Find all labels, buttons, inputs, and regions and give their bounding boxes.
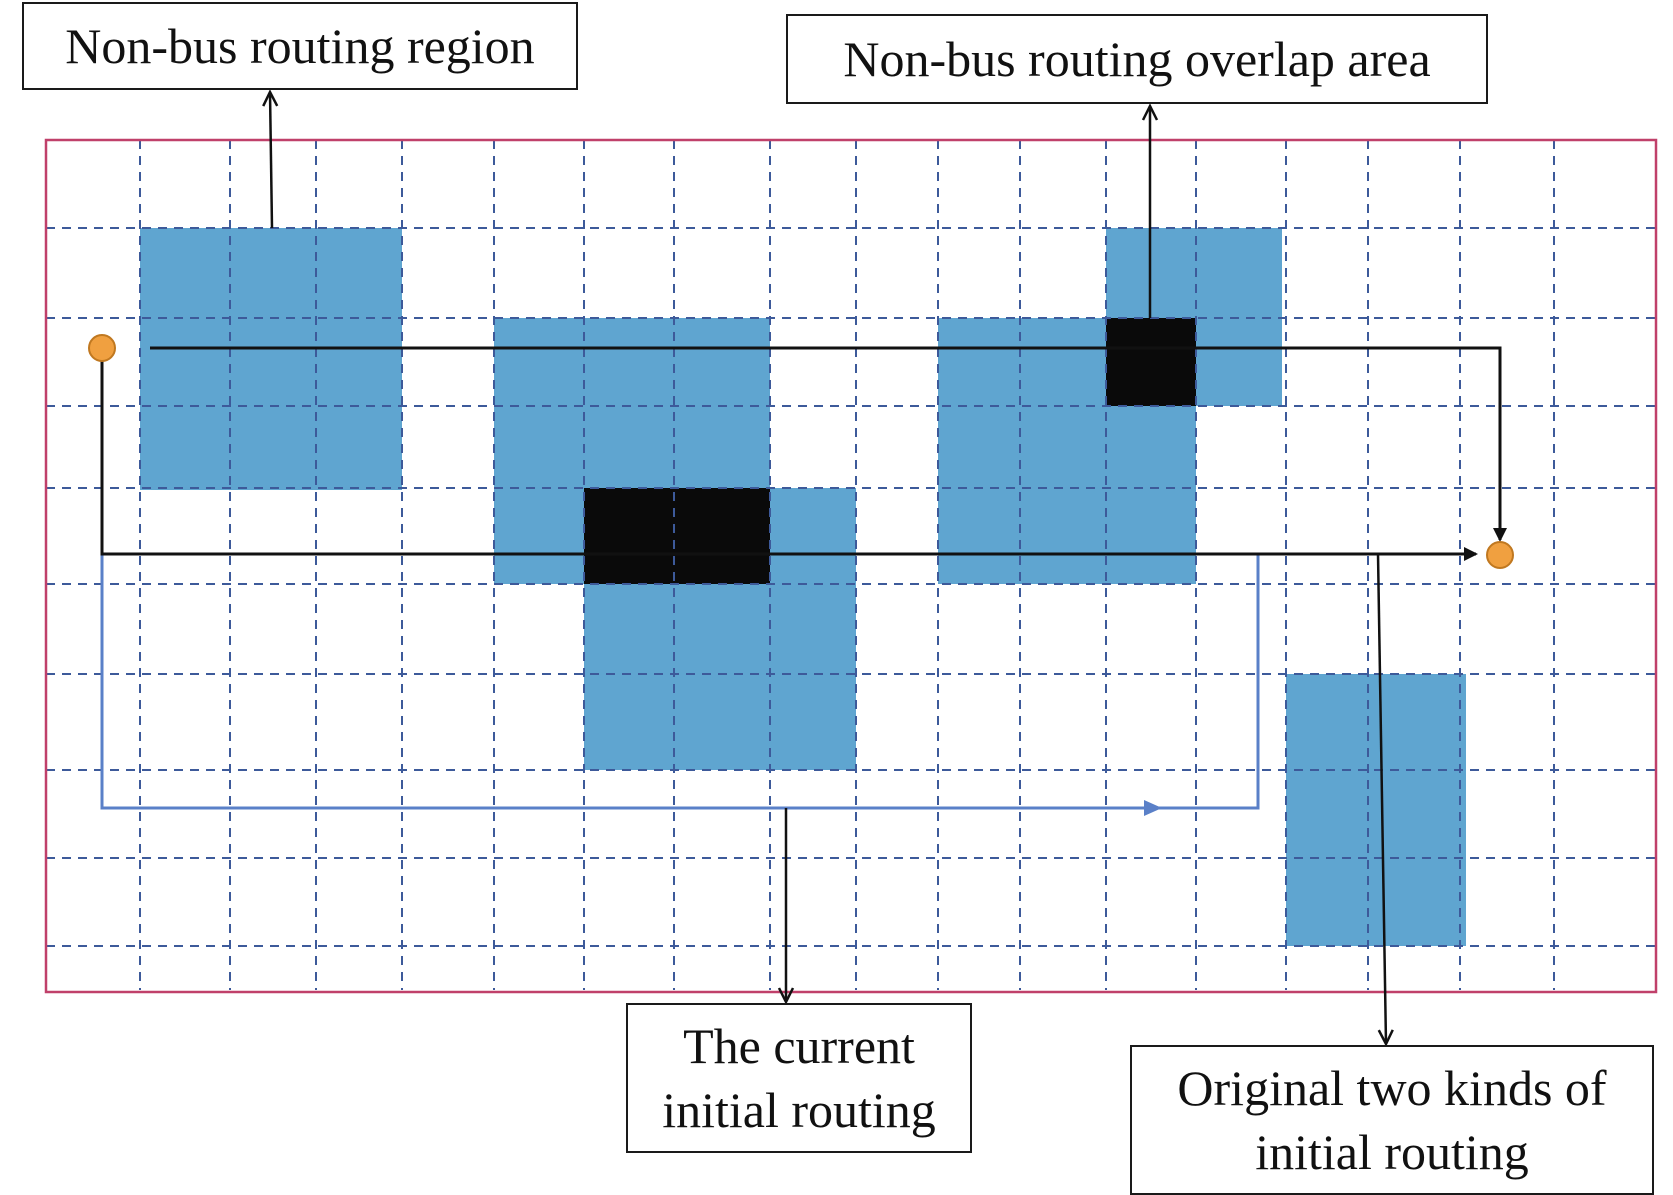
label-line-1: The current	[683, 1018, 915, 1074]
overlap-block-1	[584, 488, 770, 584]
layout-boundary	[44, 138, 1658, 994]
current-routing-path	[100, 348, 1260, 810]
region-block-6	[1286, 674, 1466, 946]
sink-terminal	[1486, 541, 1514, 569]
leader-region	[270, 92, 272, 229]
source-terminal	[88, 334, 116, 362]
leader-original	[1376, 553, 1386, 1044]
label-text: Non-bus routing region	[65, 18, 535, 74]
current-routing-arrowhead	[1144, 800, 1162, 816]
non-bus-regions	[140, 228, 1466, 946]
region-block-1	[140, 228, 402, 490]
label-text: Non-bus routing overlap area	[843, 31, 1431, 87]
label-non-bus-routing-region: Non-bus routing region	[22, 2, 578, 90]
label-current-initial-routing: The current initial routing	[626, 1003, 972, 1153]
label-original-initial-routing: Original two kinds of initial routing	[1130, 1045, 1654, 1195]
overlap-areas	[584, 318, 1196, 584]
original-routing-path-lower	[100, 348, 1478, 561]
routing-grid	[46, 140, 1656, 990]
original-routing-path-upper	[150, 346, 1507, 542]
label-line-2: initial routing	[662, 1082, 936, 1138]
label-non-bus-routing-overlap-area: Non-bus routing overlap area	[786, 14, 1488, 104]
label-line-1: Original two kinds of	[1177, 1060, 1607, 1116]
overlap-block-2	[1106, 318, 1196, 406]
label-line-2: initial routing	[1255, 1124, 1529, 1180]
